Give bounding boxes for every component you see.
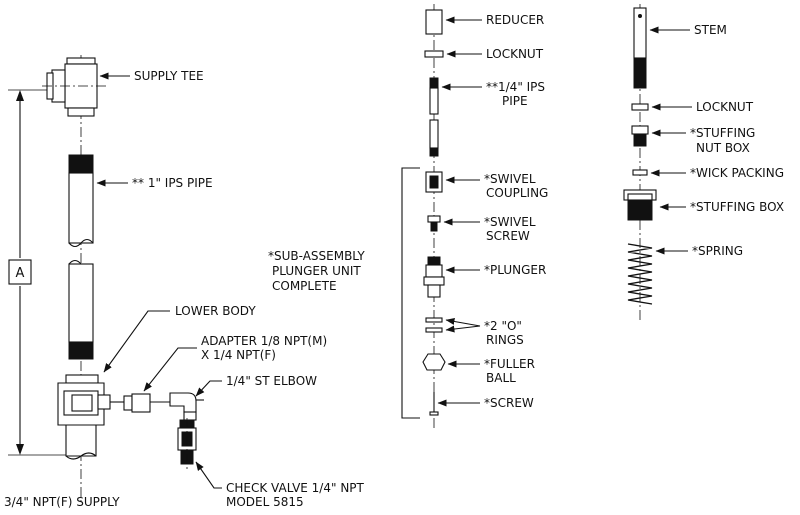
ips-pipe-1in — [68, 154, 94, 360]
leader-adapter — [143, 347, 197, 392]
label-adapter-1: ADAPTER 1/8 NPT(M) — [201, 334, 327, 348]
adapter-fitting — [110, 393, 170, 413]
label-spring: *SPRING — [692, 244, 743, 258]
stuffing-nut-box — [631, 125, 649, 147]
swivel-coupling — [425, 171, 443, 193]
right-assembly: STEM LOCKNUT *STUFFING NUT BOX *WICK PAC… — [623, 4, 784, 322]
label-plunger: *PLUNGER — [484, 263, 546, 277]
stuffing-box — [623, 189, 657, 221]
label-pipe-2: PIPE — [502, 94, 528, 108]
spring — [627, 243, 653, 305]
reducer — [425, 9, 443, 35]
label-check-valve-2: MODEL 5815 — [226, 495, 304, 509]
label-ips-pipe: ** 1" IPS PIPE — [132, 176, 213, 190]
leader-lower-body — [103, 310, 170, 373]
label-adapter-2: X 1/4 NPT(F) — [201, 348, 276, 362]
label-wick-packing: *WICK PACKING — [690, 166, 784, 180]
label-stuffing-box: *STUFFING BOX — [690, 200, 784, 214]
supply-tee — [42, 57, 106, 117]
screw — [429, 392, 439, 416]
dimension-box — [8, 259, 32, 285]
st-elbow — [169, 392, 204, 421]
plunger — [423, 256, 445, 298]
middle-assembly: REDUCER LOCKNUT **1/4" IPS PIPE *SWIVEL … — [268, 4, 548, 428]
label-locknut-mid: LOCKNUT — [486, 47, 544, 61]
check-valve — [177, 418, 197, 470]
stem — [633, 7, 647, 89]
o-ring-2 — [425, 327, 443, 333]
left-assembly: A — [4, 55, 365, 509]
label-stuffing-nut-2: NUT BOX — [696, 141, 750, 155]
leader-o-ring-1 — [445, 318, 481, 327]
label-sub-assembly-3: COMPLETE — [272, 279, 337, 293]
swivel-screw — [427, 215, 441, 232]
ips-pipe-quarter — [429, 77, 439, 157]
label-o-rings-1: *2 "O" — [484, 319, 522, 333]
label-pipe-1: **1/4" IPS — [486, 80, 545, 94]
label-reducer: REDUCER — [486, 13, 544, 27]
locknut-right — [631, 103, 649, 111]
label-st-elbow: 1/4" ST ELBOW — [226, 374, 317, 388]
label-sub-assembly-1: *SUB-ASSEMBLY — [268, 249, 365, 263]
label-swivel-screw-2: SCREW — [486, 229, 530, 243]
dimension-a: A — [8, 89, 70, 456]
label-screw: *SCREW — [484, 396, 534, 410]
label-swivel-coupling-2: COUPLING — [486, 186, 548, 200]
wick-packing — [632, 169, 648, 176]
label-supply: 3/4" NPT(F) SUPPLY — [4, 495, 120, 509]
label-swivel-coupling-1: *SWIVEL — [484, 172, 536, 186]
locknut-mid — [424, 50, 444, 58]
label-lower-body: LOWER BODY — [175, 304, 256, 318]
fuller-ball — [422, 353, 446, 371]
dimension-label: A — [16, 266, 25, 281]
label-fuller-ball-1: *FULLER — [484, 357, 535, 371]
o-ring-1 — [425, 317, 443, 323]
label-locknut-right: LOCKNUT — [696, 100, 754, 114]
leader-elbow — [195, 380, 222, 397]
label-supply-tee: SUPPLY TEE — [134, 69, 204, 83]
label-swivel-screw-1: *SWIVEL — [484, 215, 536, 229]
label-stem: STEM — [694, 23, 727, 37]
label-fuller-ball-2: BALL — [486, 371, 516, 385]
leader-check-valve — [195, 461, 222, 489]
label-o-rings-2: RINGS — [486, 333, 524, 347]
label-check-valve-1: CHECK VALVE 1/4" NPT — [226, 481, 365, 495]
lower-body — [57, 374, 111, 460]
sub-assembly-bracket — [401, 167, 420, 419]
label-sub-assembly-2: PLUNGER UNIT — [272, 264, 361, 278]
label-stuffing-nut-1: *STUFFING — [690, 126, 755, 140]
leader-o-ring-2 — [445, 325, 481, 333]
